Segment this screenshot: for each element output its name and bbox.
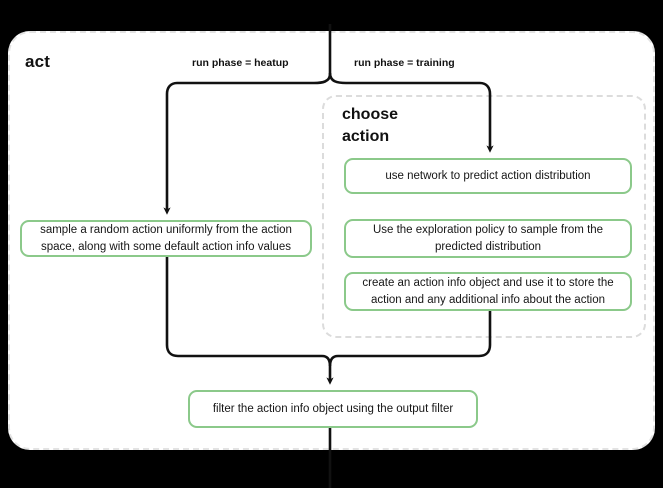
edge-label-training: run phase = training [354,57,455,69]
node-create-action-info[interactable]: create an action info object and use it … [344,272,632,311]
choose-action-title: choose action [342,104,472,147]
choose-action-title-line-2: action [342,127,390,145]
edge-label-heatup: run phase = heatup [192,57,289,69]
act-title: act [25,52,51,71]
node-sample-random-action[interactable]: sample a random action uniformly from th… [20,220,312,257]
node-filter-action-info[interactable]: filter the action info object using the … [188,390,478,428]
node-use-network[interactable]: use network to predict action distributi… [344,158,632,194]
node-exploration-policy[interactable]: Use the exploration policy to sample fro… [344,219,632,258]
choose-action-title-line-1: choose [342,106,399,123]
